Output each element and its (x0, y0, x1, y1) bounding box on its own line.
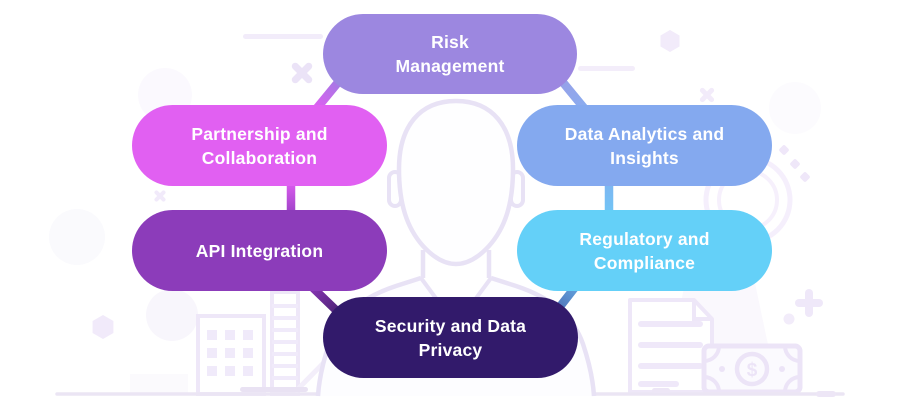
node-label-line: Collaboration (201, 147, 318, 168)
ear (387, 170, 403, 208)
hexagon-icon (92, 315, 114, 339)
node-label-line: Compliance (593, 252, 696, 273)
node-label-line: Data Analytics and (564, 123, 725, 144)
accent-line (578, 66, 635, 71)
node-data-analytics-and-insights: Data Analytics and Insights (517, 105, 772, 186)
node-label-line: Risk (431, 32, 469, 52)
node-label-line: API Integration (195, 240, 324, 261)
sparkle-dashes (779, 145, 810, 182)
blob-circle (769, 82, 821, 134)
ground-line (55, 387, 845, 397)
node-label-line: Management (395, 56, 505, 76)
ear (509, 170, 525, 208)
node-label-line: Partnership and (191, 123, 328, 144)
money-bill-icon: $ (701, 343, 803, 395)
head (396, 98, 516, 267)
node-api-integration: API Integration (132, 210, 387, 291)
x-mark-icon (699, 87, 715, 103)
node-regulatory-and-compliance: Regulatory and Compliance (517, 210, 772, 291)
document-icon (628, 298, 714, 394)
svg-text:$: $ (747, 360, 758, 381)
node-security-and-data-privacy: Security and Data Privacy (323, 297, 578, 378)
node-label-line: Security and Data (374, 315, 527, 336)
connector-risk-data-analytics (556, 75, 589, 113)
neck (420, 250, 492, 280)
node-partnership-and-collaboration: Partnership and Collaboration (132, 105, 387, 186)
node-label-line: Privacy (418, 339, 483, 360)
plus-icon (795, 289, 823, 317)
node-risk-management: Risk Management (323, 14, 577, 94)
accent-line (243, 34, 323, 39)
blob-circle (49, 209, 105, 265)
node-label-line: Insights (610, 147, 679, 168)
blob-circle (146, 289, 198, 341)
x-mark-icon (291, 62, 313, 84)
x-mark-icon (154, 190, 166, 202)
node-label-line: Regulatory and (579, 228, 710, 249)
hexagon-icon (660, 30, 680, 52)
dot (783, 313, 795, 325)
